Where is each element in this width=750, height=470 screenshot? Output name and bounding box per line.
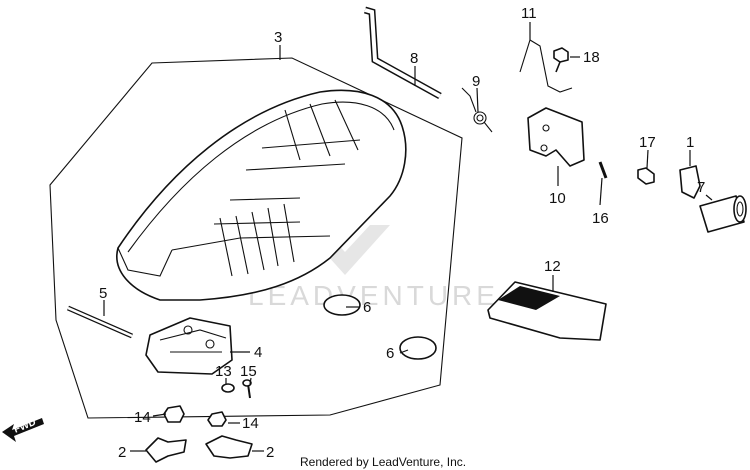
callout-14b: 14: [242, 415, 259, 432]
callout-16: 16: [592, 210, 609, 227]
watermark-text: LEADVENTURE: [248, 280, 499, 311]
seat-lock-case-part-4: [145, 317, 233, 375]
forward-label: FWD: [12, 417, 37, 436]
footer-credit: Rendered by LeadVenture, Inc.: [300, 455, 466, 469]
callout-8: 8: [410, 50, 418, 67]
nut-part-14a: [163, 405, 185, 423]
tool-pouch-part-12: [487, 281, 607, 341]
wire-part-11: [519, 39, 573, 93]
callout-2b: 2: [266, 444, 274, 461]
callout-11: 11: [521, 5, 537, 22]
callout-2a: 2: [118, 444, 126, 461]
callout-3: 3: [274, 29, 282, 46]
clamp-part-2a: [145, 437, 187, 463]
callout-10: 10: [549, 190, 566, 207]
bolt-part-17: [637, 167, 655, 185]
assembly-outline: [49, 57, 463, 419]
clamp-part-2b: [205, 435, 253, 459]
pin-part-16: [598, 161, 608, 179]
cushion-part-6b: [399, 336, 437, 360]
bolt-part-18: [553, 47, 569, 73]
callout-15: 15: [240, 363, 257, 380]
leader-lines: [103, 22, 713, 452]
screw-part-15: [242, 379, 252, 399]
callout-13: 13: [215, 363, 232, 380]
callout-18: 18: [583, 49, 600, 66]
callout-17: 17: [639, 134, 656, 151]
callout-12: 12: [544, 258, 561, 275]
callout-9: 9: [472, 73, 480, 90]
nut-part-14b: [207, 411, 227, 427]
cushion-part-6a: [323, 294, 361, 316]
bar-part-8: [364, 6, 442, 100]
rod-part-5: [66, 305, 134, 339]
clip-part-1: [679, 165, 701, 199]
washer-part-13: [221, 383, 235, 393]
callout-14a: 14: [134, 409, 151, 426]
callout-6a: 6: [363, 299, 371, 316]
lock-cylinder-part-7: [699, 195, 747, 233]
callout-5: 5: [99, 285, 107, 302]
callout-6b: 6: [386, 345, 394, 362]
callout-4: 4: [254, 344, 262, 361]
forward-arrow: FWD: [2, 417, 44, 442]
callouts: 3 8 9 11 18 10 16 17 1 7 12 5 6 6 4 13 1…: [99, 5, 705, 461]
callout-1: 1: [686, 134, 694, 151]
spring-part-9: [461, 87, 493, 133]
callout-7: 7: [697, 179, 705, 196]
bracket-part-10: [527, 107, 585, 167]
seat-assembly: [116, 89, 407, 301]
